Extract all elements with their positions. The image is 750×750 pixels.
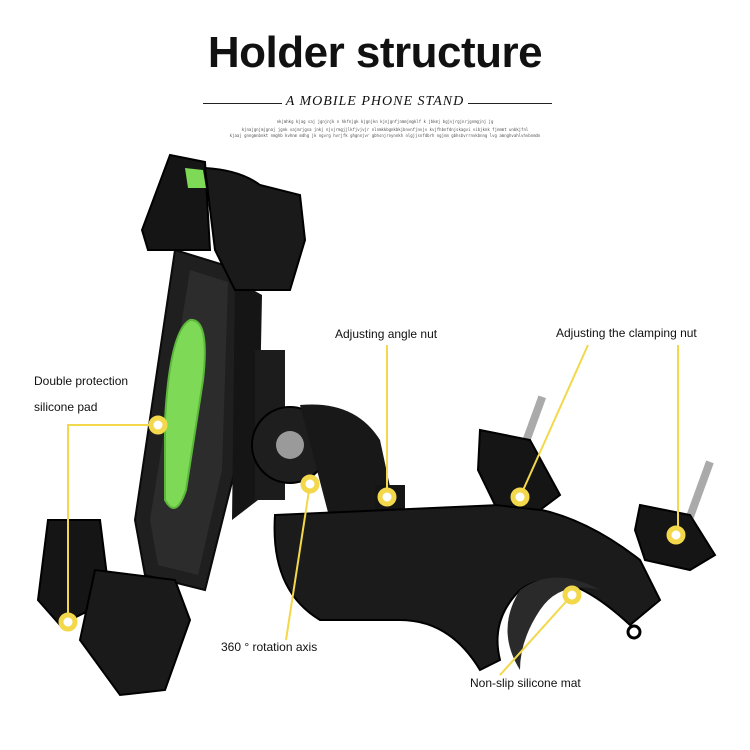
leader-silicone-pad: [67, 424, 158, 620]
dot-clamping-nut-2: [666, 525, 686, 545]
subtitle-text: A MOBILE PHONE STAND: [281, 94, 469, 109]
dot-silicone-pad-upper: [148, 415, 168, 435]
label-angle-nut: Adjusting angle nut: [335, 327, 438, 341]
label-silicone-pad-line-2: silicone pad: [34, 400, 98, 414]
green-silicone-pad: [164, 318, 206, 509]
fine-print-line-2: kjnajgnjmjgnaj jgnk vajmrjgsa jnkj njvjr…: [241, 127, 529, 132]
dot-silicone-mat: [562, 585, 582, 605]
leader-clamping-nut-1: [519, 344, 589, 498]
label-silicone-pad-line-1: Double protection: [34, 374, 129, 388]
leader-rotation-axis: [285, 483, 311, 641]
subtitle: A MOBILE PHONE STAND: [0, 94, 750, 110]
label-clamping-nut: Adjusting the clamping nut: [556, 326, 697, 340]
subtitle-rule-left: [203, 103, 323, 104]
label-rotation-axis: 360 ° rotation axis: [221, 640, 318, 654]
label-silicone-mat: Non-slip silicone mat: [470, 676, 581, 690]
dot-rotation-axis: [300, 474, 320, 494]
holder-frame: [133, 248, 262, 592]
fine-print-line-3: kjaaj gnngmnbnkt nmghb kvhnm mdhg jk ngv…: [229, 133, 541, 138]
bottom-jaws: [36, 519, 192, 697]
callout-dots: [58, 415, 686, 632]
subtitle-row: A MOBILE PHONE STAND: [0, 94, 750, 114]
clamping-nuts: [476, 395, 717, 572]
fine-print-line-1: nkjmhkg kjag saj jgnjnjk n hkfnjgk kjgnj…: [276, 119, 494, 124]
page-title: Holder structure: [207, 28, 543, 77]
dot-clamping-nut-1: [510, 487, 530, 507]
top-jaws: [140, 153, 307, 291]
dot-silicone-pad-lower: [58, 612, 78, 632]
handlebar-clamp: [273, 503, 662, 672]
dot-angle-nut: [377, 487, 397, 507]
leader-silicone-mat: [499, 594, 573, 676]
callout-lines: [67, 344, 679, 676]
subtitle-rule-right: [468, 103, 552, 104]
